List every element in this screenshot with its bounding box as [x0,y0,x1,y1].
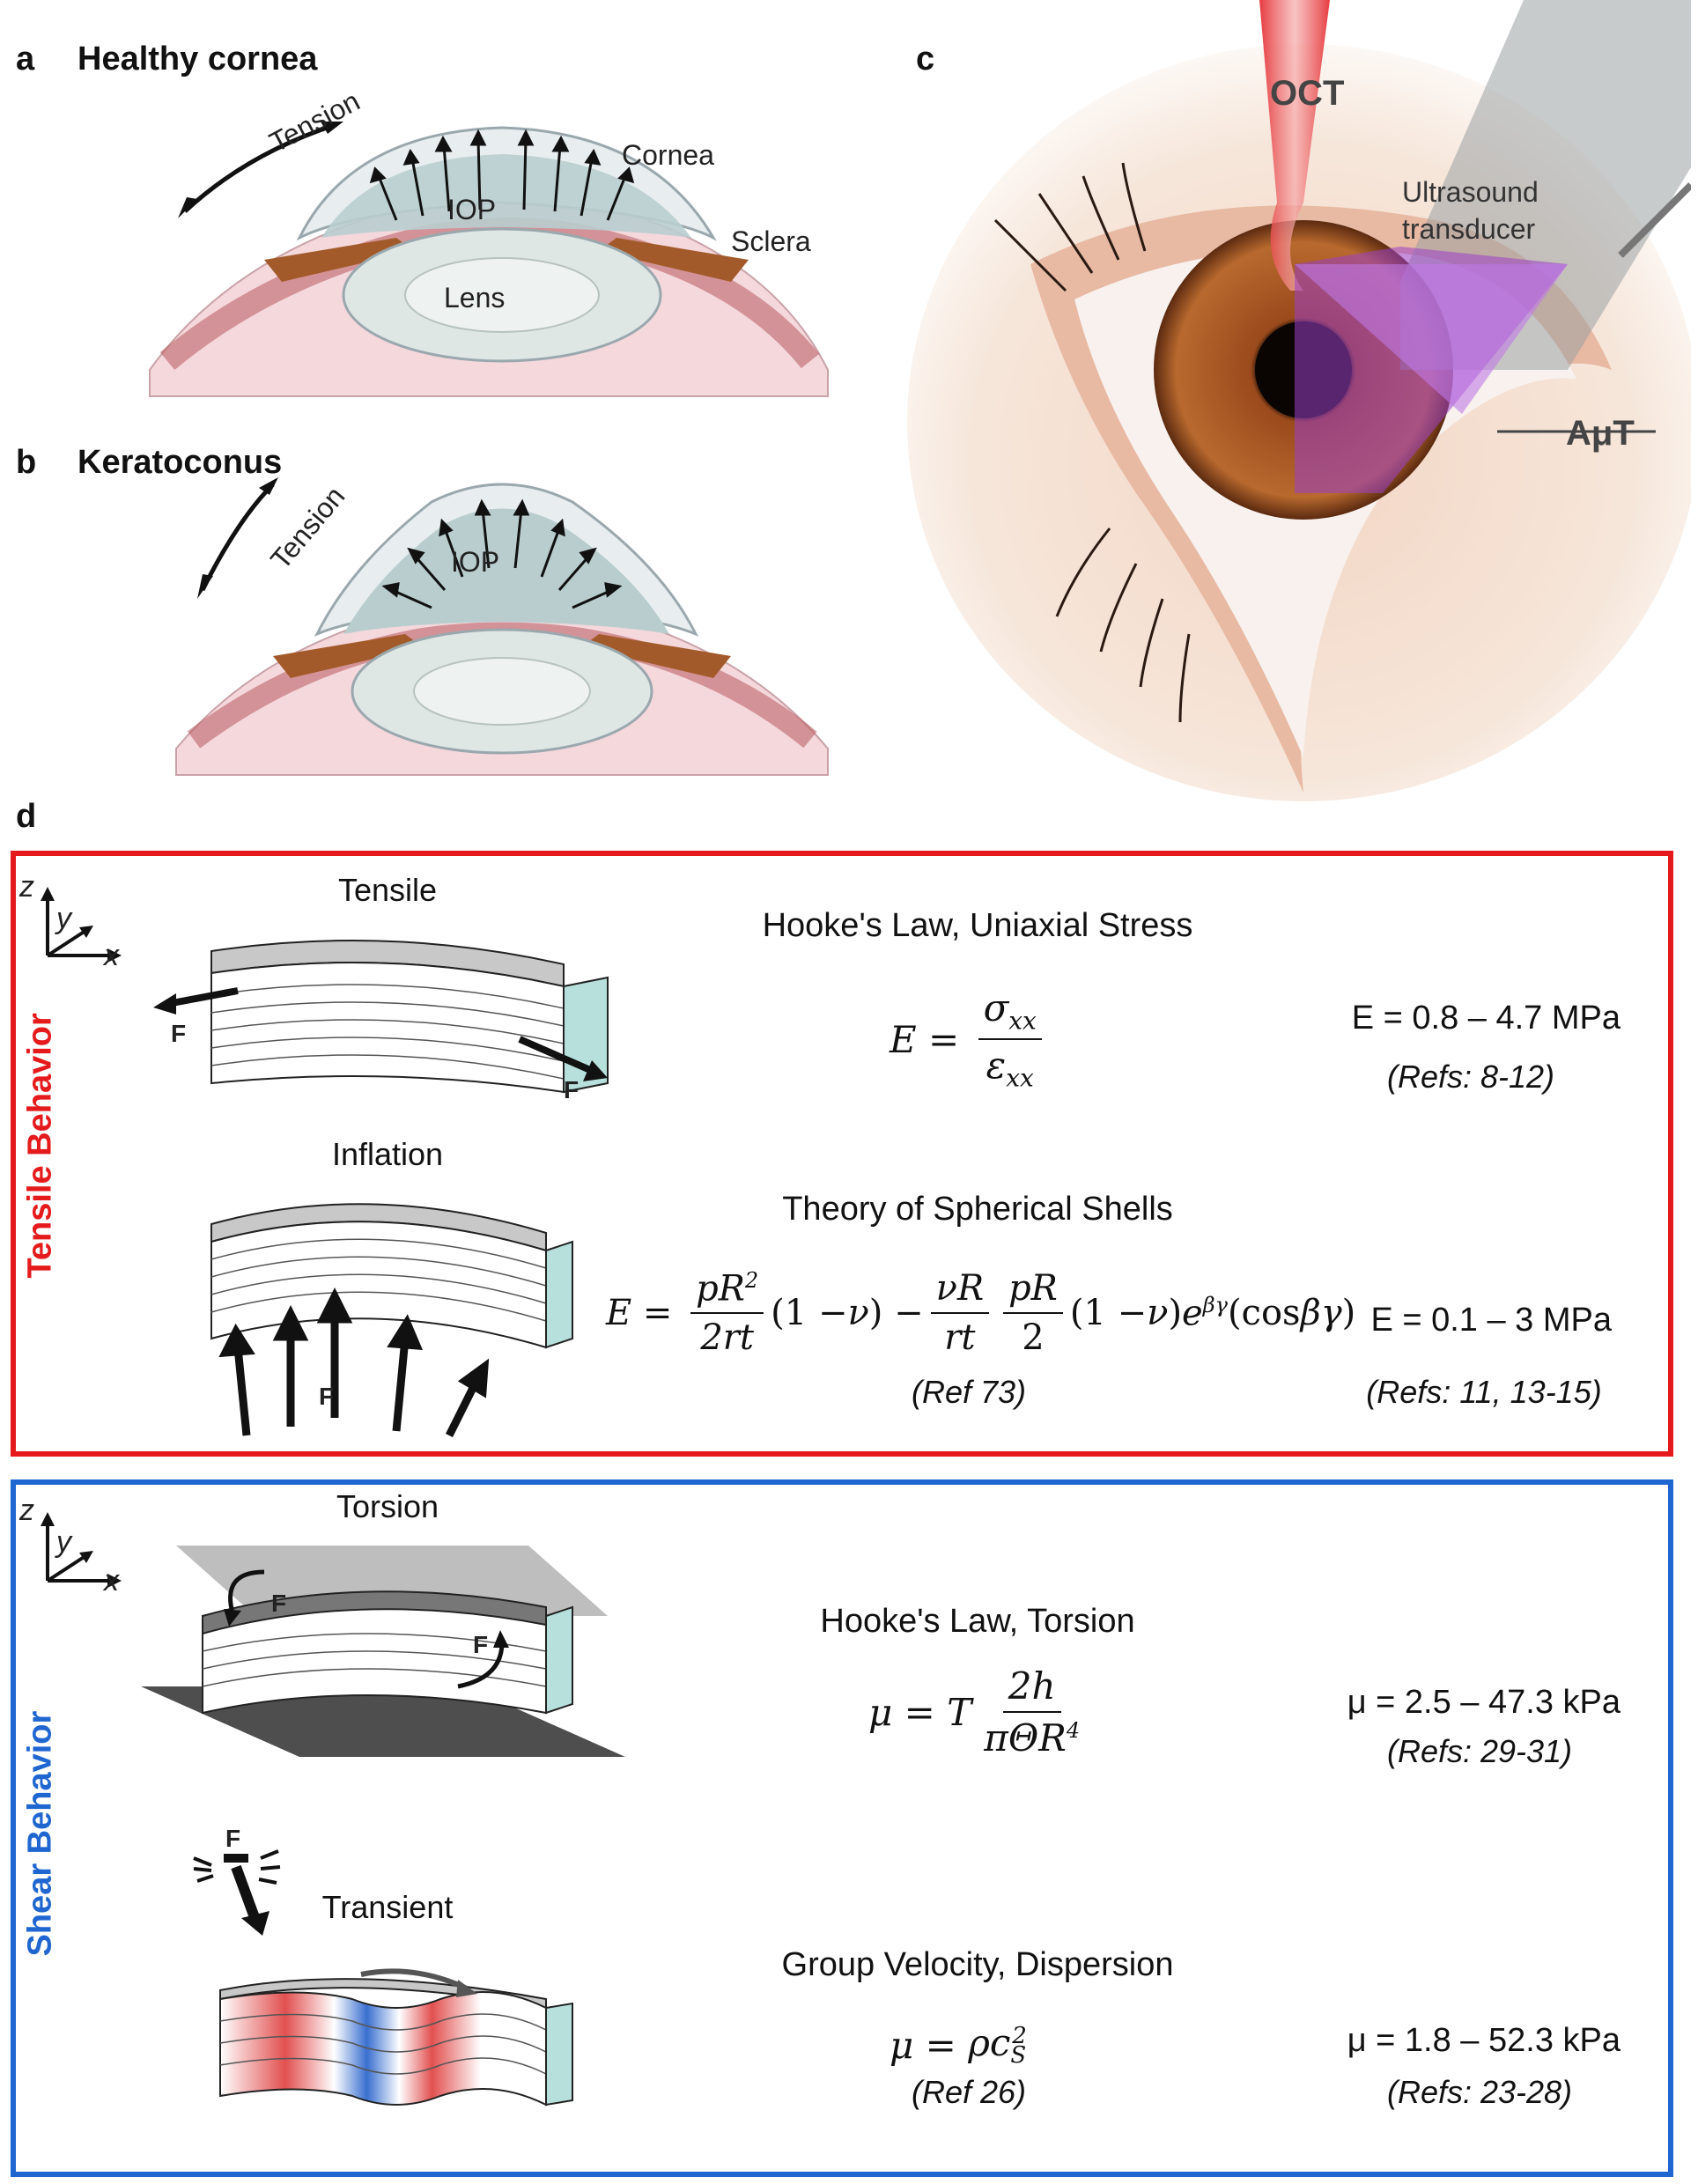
panel-letter-a: a [16,41,35,77]
tensile-behavior-box [11,851,1673,1457]
axis-z-shear: z [19,1494,34,1527]
iop-label-a: IOP [447,194,497,225]
tensile-equation-title: Hooke's Law, Uniaxial Stress [762,907,1193,944]
torsion-test-diagram [141,1546,625,1757]
tensile-behavior-label: Tensile Behavior [21,1013,59,1279]
impulse-force-icon [193,1849,281,1936]
axes-shear [41,1512,122,1588]
panel-title-a: Healthy cornea [78,41,318,77]
aut-label: AμT [1566,414,1635,453]
inflation-test-diagram [210,1203,573,1438]
tensile-diagram-label: Tensile [337,872,438,908]
transient-diagram-label: Transient [321,1889,454,1925]
panel-letter-d: d [16,798,37,835]
torsion-equation-title: Hooke's Law, Torsion [820,1603,1135,1640]
tensile-refs: (Refs: 8-12) [1386,1059,1555,1095]
axis-z-tensile: z [19,870,34,904]
axis-x-tensile: x [104,939,119,972]
transient-refs: (Refs: 23-28) [1386,2074,1573,2110]
axis-y-shear: y [56,1525,71,1559]
inflation-modulus-value: E = 0.1 – 3 MPa [1370,1302,1612,1339]
inflation-force-label: F [319,1383,335,1410]
ultrasound-label-line1: Ultrasound [1402,176,1539,208]
torsion-force-label-right: F [473,1631,489,1658]
tensile-test-diagram [153,940,609,1094]
torsion-force-label-left: F [271,1590,287,1617]
healthy-cornea-illustration [149,122,829,397]
dispersion-equation: μ = ρcS2 [890,2021,1027,2069]
axis-x-shear: x [104,1564,119,1597]
transient-equation-title: Group Velocity, Dispersion [781,1946,1174,1983]
axis-y-tensile: y [56,902,71,935]
inflation-equation-ref: (Ref 73) [911,1374,1027,1410]
tensile-force-label-left: F [171,1020,187,1047]
oct-label: OCT [1270,74,1345,113]
axes-tensile [41,887,122,963]
eye-measurement-illustration [907,0,1691,801]
panel-letter-c: c [916,41,935,77]
torsion-diagram-label: Torsion [336,1488,439,1524]
panel-title-b: Keratoconus [78,444,283,481]
tensile-force-label-right: F [564,1076,580,1103]
panel-letter-b: b [16,444,37,481]
shear-behavior-label: Shear Behavior [21,1710,59,1957]
transient-modulus-value: μ = 1.8 – 52.3 kPa [1347,2022,1620,2059]
iop-label-b: IOP [451,546,500,578]
transient-equation-ref: (Ref 26) [911,2074,1027,2110]
cornea-label: Cornea [622,139,714,171]
torsion-refs: (Refs: 29-31) [1386,1733,1573,1769]
inflation-refs: (Refs: 11, 13-15) [1366,1374,1602,1410]
ultrasound-label-line2: transducer [1402,213,1536,245]
transient-force-label: F [225,1825,241,1852]
sclera-label: Sclera [731,225,811,257]
tensile-modulus-value: E = 0.8 – 4.7 MPa [1351,1000,1620,1037]
keratoconus-illustration [175,477,829,776]
transient-wave-diagram [219,1968,573,2107]
lens-label: Lens [444,282,506,314]
torsion-modulus-value: μ = 2.5 – 47.3 kPa [1347,1684,1620,1721]
shear-behavior-box [11,1479,1673,2177]
inflation-diagram-label: Inflation [331,1136,444,1172]
inflation-equation-title: Theory of Spherical Shells [782,1191,1173,1228]
